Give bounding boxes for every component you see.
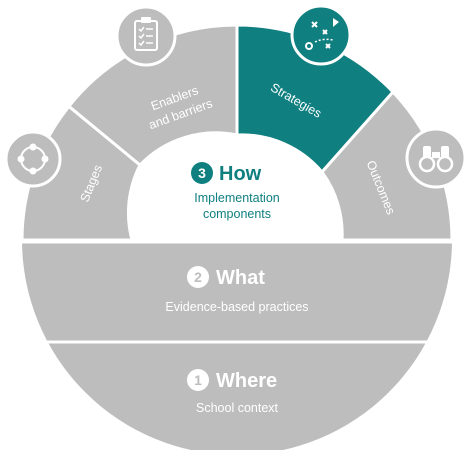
what-section: 2 What Evidence-based practices (165, 266, 309, 314)
how-subtitle-line1: Implementation (194, 191, 280, 205)
where-title: Where (216, 370, 277, 392)
number-2-text: 2 (194, 269, 202, 285)
cycle-icon (4, 130, 62, 188)
number-3-badge (191, 162, 213, 184)
how-subtitle-line2: components (203, 207, 271, 221)
number-1-text: 1 (194, 372, 202, 388)
number-1-badge (187, 369, 209, 391)
pointer-triangle (226, 232, 248, 243)
segment-outcomes[interactable] (320, 89, 454, 242)
binoculars-icon (405, 127, 467, 189)
what-subtitle: Evidence-based practices (165, 300, 308, 314)
where-subtitle: School context (196, 401, 279, 415)
what-title: What (216, 267, 265, 289)
playbook-strategy-icon (290, 4, 352, 66)
how-center: 3 How Implementation components (191, 162, 280, 221)
number-3-text: 3 (198, 165, 206, 181)
how-title: How (219, 163, 262, 185)
where-section: 1 Where School context (187, 369, 279, 415)
clipboard-checklist-icon (115, 5, 177, 67)
number-2-badge (187, 266, 209, 288)
